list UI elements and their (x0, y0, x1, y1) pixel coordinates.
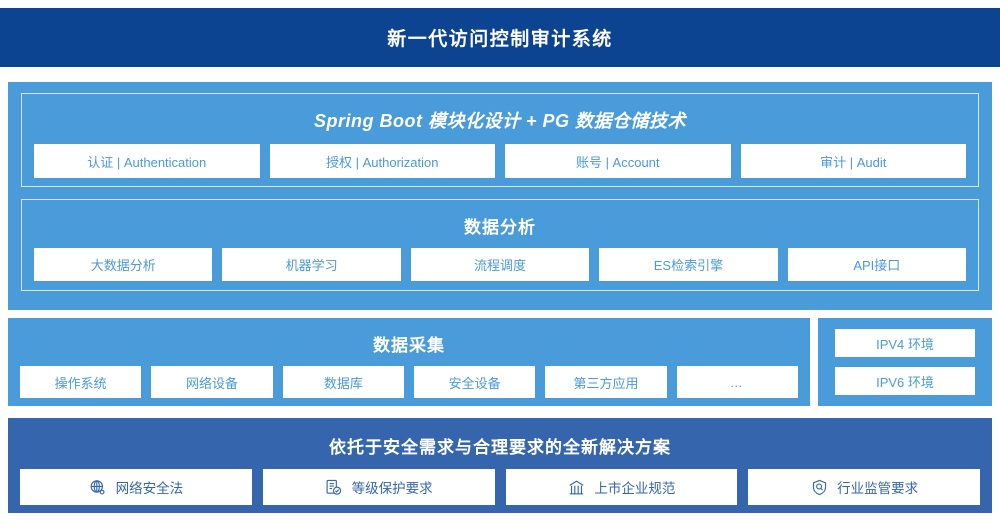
chip-account[interactable]: 账号 | Account (505, 144, 731, 178)
chip-label: 审计 | Audit (820, 154, 887, 170)
chip-label: 第三方应用 (573, 375, 639, 391)
chip-bigdata-analysis[interactable]: 大数据分析 (34, 248, 213, 281)
chip-label: API接口 (853, 258, 901, 273)
chip-network-device[interactable]: 网络设备 (151, 366, 273, 398)
chip-more[interactable]: … (676, 366, 798, 398)
platform-group-title: Spring Boot 模块化设计 + PG 数据仓储技术 (313, 111, 686, 131)
chip-label: ES检索引擎 (653, 258, 724, 273)
chip-process-scheduling[interactable]: 流程调度 (410, 248, 590, 281)
chip-label: 数据库 (323, 375, 363, 391)
environment-panel: IPV4 环境 IPV6 环境 (818, 318, 992, 406)
platform-group: Spring Boot 模块化设计 + PG 数据仓储技术 认证 | Authe… (21, 93, 979, 187)
shield-search-icon (810, 478, 828, 496)
chip-label: 认证 | Authentication (87, 154, 207, 170)
chip-database[interactable]: 数据库 (282, 366, 404, 398)
chip-label: 大数据分析 (90, 258, 156, 273)
chip-security-device[interactable]: 安全设备 (413, 366, 536, 398)
page-title: 新一代访问控制审计系统 (387, 29, 613, 50)
analysis-chip-row: 大数据分析 机器学习 流程调度 ES检索引擎 API接口 (22, 248, 978, 281)
platform-chip-row: 认证 | Authentication 授权 | Authorization 账… (22, 144, 978, 178)
collection-panel: 数据采集 操作系统 网络设备 数据库 安全设备 第三方应用 … (8, 318, 810, 406)
analysis-group-title: 数据分析 (464, 218, 536, 237)
chip-third-party-app[interactable]: 第三方应用 (545, 366, 667, 398)
chip-authorization[interactable]: 授权 | Authorization (269, 144, 495, 178)
collection-title: 数据采集 (373, 336, 445, 355)
chip-label: … (729, 374, 745, 390)
chip-label: 行业监管要求 (837, 481, 919, 496)
chip-authentication[interactable]: 认证 | Authentication (34, 144, 260, 178)
chip-ipv6-environment[interactable]: IPV6 环境 (835, 367, 975, 395)
chip-label: 授权 | Authorization (326, 154, 439, 170)
compliance-panel: 依托于安全需求与合理要求的全新解决方案 网络安全法 (8, 418, 992, 513)
document-check-icon (325, 478, 343, 496)
chip-label: 流程调度 (474, 258, 527, 273)
chip-label: 网络设备 (185, 375, 238, 391)
header-banner: 新一代访问控制审计系统 (0, 8, 1000, 67)
chip-classified-protection[interactable]: 等级保护要求 (262, 469, 495, 505)
chip-industry-regulation[interactable]: 行业监管要求 (748, 469, 980, 505)
chip-cybersecurity-law[interactable]: 网络安全法 (20, 469, 252, 505)
chip-es-search-engine[interactable]: ES检索引擎 (599, 248, 778, 281)
analysis-group: 数据分析 大数据分析 机器学习 流程调度 ES检索引擎 API接口 (21, 199, 979, 291)
chip-label: 机器学习 (285, 258, 338, 273)
chip-label: 等级保护要求 (351, 481, 433, 496)
compliance-chip-row: 网络安全法 等级保护要求 (8, 469, 992, 505)
chip-label: 安全设备 (448, 375, 501, 391)
chip-machine-learning[interactable]: 机器学习 (222, 248, 401, 281)
chip-label: 网络安全法 (115, 481, 184, 496)
chip-label: 上市企业规范 (594, 481, 676, 496)
chip-listed-company-standard[interactable]: 上市企业规范 (505, 469, 738, 505)
globe-network-icon (89, 478, 107, 496)
chip-label: 操作系统 (54, 375, 107, 391)
chip-audit[interactable]: 审计 | Audit (740, 144, 966, 178)
platform-analysis-panel: Spring Boot 模块化设计 + PG 数据仓储技术 认证 | Authe… (8, 82, 992, 310)
chip-label: IPV6 环境 (876, 374, 934, 390)
compliance-title: 依托于安全需求与合理要求的全新解决方案 (329, 438, 671, 457)
chip-api-interface[interactable]: API接口 (787, 248, 967, 281)
chip-label: IPV4 环境 (876, 336, 934, 352)
chip-operating-system[interactable]: 操作系统 (20, 366, 142, 398)
chip-label: 账号 | Account (575, 154, 660, 170)
bank-building-icon (567, 478, 585, 496)
collection-chip-row: 操作系统 网络设备 数据库 安全设备 第三方应用 … (8, 366, 810, 398)
chip-ipv4-environment[interactable]: IPV4 环境 (835, 329, 975, 357)
